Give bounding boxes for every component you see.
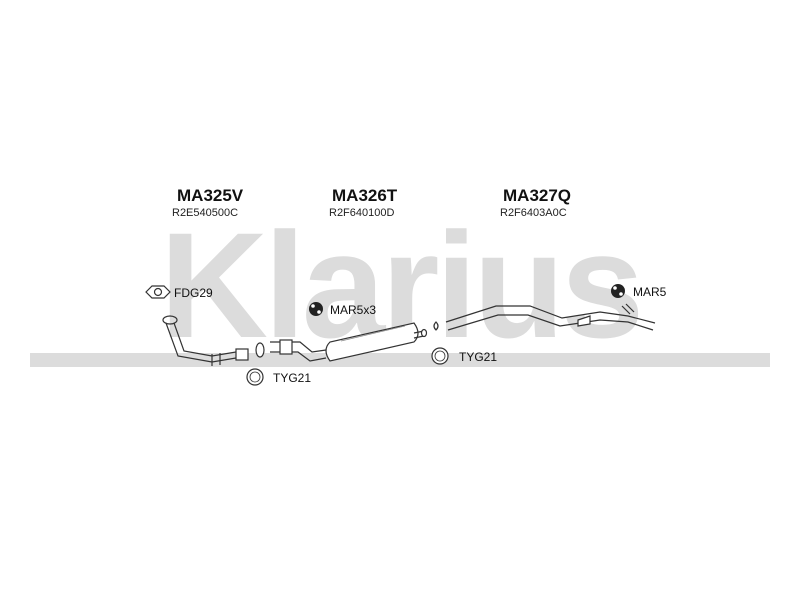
- middle-silencer-drawing: [270, 322, 428, 362]
- tail-pipe-drawing: [433, 303, 656, 331]
- clamp-ring-icon: [431, 347, 449, 365]
- part-ref-front-pipe: R2E540500C: [172, 207, 239, 219]
- accessory-label-mar5: MAR5: [633, 285, 667, 299]
- flange-ring-drawing: [255, 342, 265, 358]
- part-code-middle-silencer: MA326T: [332, 186, 398, 205]
- watermark-underline: [30, 353, 770, 367]
- clamp-ring-icon: [246, 368, 264, 386]
- gasket-icon: [145, 285, 171, 299]
- accessory-label-tyg21-mid: TYG21: [459, 350, 498, 364]
- part-code-front-pipe: MA325V: [177, 186, 244, 205]
- front-pipe-drawing: [162, 315, 249, 366]
- part-code-tail-pipe: MA327Q: [503, 186, 572, 205]
- rubber-mount-icon: [309, 302, 323, 316]
- accessory-label-tyg21-left: TYG21: [273, 371, 312, 385]
- part-ref-tail-pipe: R2F6403A0C: [500, 207, 567, 219]
- accessory-label-mar5x3: MAR5x3: [330, 303, 377, 317]
- rubber-mount-icon: [611, 284, 625, 298]
- accessory-label-fdg29: FDG29: [174, 286, 213, 300]
- part-ref-middle-silencer: R2F640100D: [329, 207, 395, 219]
